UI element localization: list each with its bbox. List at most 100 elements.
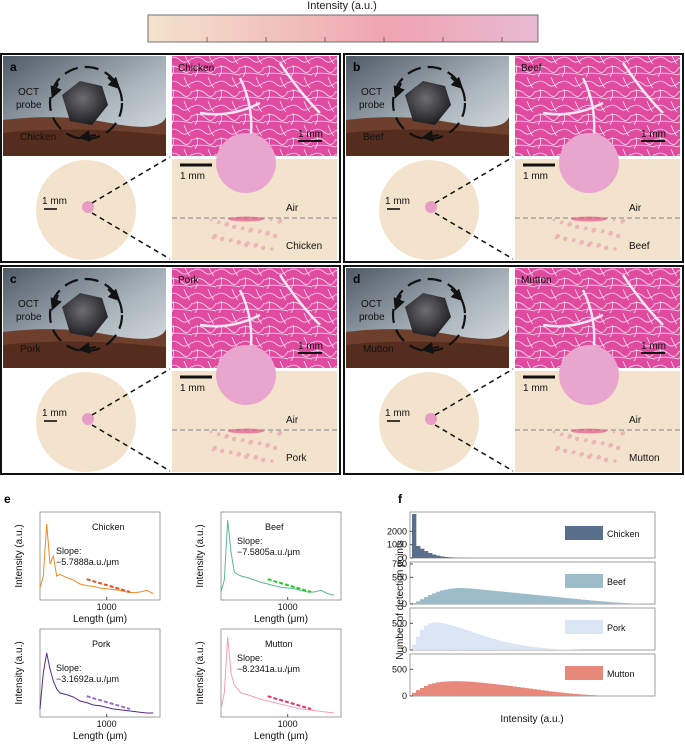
histogram-bar bbox=[545, 691, 549, 696]
scatter-dot bbox=[620, 432, 623, 435]
histogram-bar bbox=[589, 695, 593, 696]
scatter-dot bbox=[248, 441, 251, 444]
histogram-bar bbox=[472, 682, 476, 696]
histogram-bar bbox=[428, 623, 432, 650]
histogram-bar bbox=[488, 684, 492, 696]
zoom-scale-label: 1 mm bbox=[180, 383, 205, 394]
scatter-dot bbox=[270, 247, 273, 250]
slope-value: −7.5805a.u./μm bbox=[237, 547, 300, 557]
scatter-dot bbox=[241, 228, 244, 231]
histogram-bar bbox=[432, 555, 436, 558]
histogram-bar bbox=[528, 689, 532, 696]
histogram-bar bbox=[484, 637, 488, 650]
histogram-bar bbox=[541, 648, 545, 650]
y-tick-label: 1000 bbox=[387, 540, 407, 550]
histogram-bar bbox=[577, 599, 581, 604]
histogram-bar bbox=[416, 637, 420, 650]
scatter-dot bbox=[277, 432, 280, 435]
surface-reflection bbox=[571, 217, 607, 222]
histogram-bar bbox=[617, 603, 621, 604]
x-tick-label: 1000 bbox=[278, 719, 298, 729]
y-tick-label: 2000 bbox=[387, 526, 407, 536]
sample-label-photo: Mutton bbox=[363, 344, 394, 355]
scatter-dot bbox=[575, 225, 579, 229]
histogram-bar bbox=[553, 597, 557, 604]
x-axis-label: Length (μm) bbox=[254, 614, 308, 625]
histogram-bar bbox=[440, 556, 444, 558]
scatter-dot bbox=[575, 437, 579, 441]
slope-label: Slope: bbox=[56, 663, 82, 673]
panel-letter: c bbox=[10, 272, 17, 286]
scatter-dot bbox=[248, 229, 251, 232]
histogram-bar bbox=[468, 589, 472, 604]
histogram-bar bbox=[468, 682, 472, 696]
histogram-bar bbox=[424, 551, 428, 558]
histogram-bar bbox=[452, 588, 456, 604]
x-axis-label: Length (μm) bbox=[73, 731, 127, 742]
panel-e-letter: e bbox=[4, 492, 11, 506]
probe-label-oct: OCT bbox=[18, 299, 39, 310]
y-tick-label: 500 bbox=[392, 618, 407, 628]
histogram-bar bbox=[476, 682, 480, 696]
slope-label: Slope: bbox=[237, 536, 263, 546]
series-name-label: Mutton bbox=[265, 639, 293, 649]
histogram-bar bbox=[524, 594, 528, 604]
slope-fit-line bbox=[87, 579, 130, 592]
histogram-bar bbox=[436, 592, 440, 604]
histogram-bar bbox=[424, 597, 428, 604]
scatter-dot bbox=[579, 241, 582, 244]
histogram-bar bbox=[500, 592, 504, 604]
scatter-dot bbox=[572, 452, 575, 455]
y-axis-label: Intensity (a.u.) bbox=[195, 641, 206, 704]
histogram-bar bbox=[585, 695, 589, 696]
histogram-bar bbox=[496, 640, 500, 650]
scatter-dot bbox=[217, 222, 220, 225]
scatter-dot bbox=[244, 455, 248, 459]
sample-label-zoom: Pork bbox=[286, 453, 308, 464]
scatter-dot bbox=[265, 232, 268, 235]
slope-value: −3.1692a.u./μm bbox=[56, 674, 119, 684]
y-tick-label: 500 bbox=[392, 572, 407, 582]
histogram-bar bbox=[593, 601, 597, 604]
histogram-bar bbox=[516, 687, 520, 696]
slope-label: Slope: bbox=[56, 546, 82, 556]
histogram-bar bbox=[436, 623, 440, 650]
histogram-bar bbox=[480, 635, 484, 650]
scatter-dot bbox=[608, 232, 611, 235]
scatter-dot bbox=[270, 431, 273, 434]
y-axis-label: Intensity (a.u.) bbox=[195, 524, 206, 587]
probe-cross-section bbox=[216, 133, 276, 193]
legend-swatch bbox=[565, 620, 603, 634]
x-axis-label: Length (μm) bbox=[254, 731, 308, 742]
histogram-bar bbox=[561, 598, 565, 604]
scatter-dot bbox=[616, 234, 620, 238]
histogram-bar bbox=[545, 596, 549, 604]
histogram-bar bbox=[549, 691, 553, 696]
histogram-bar bbox=[448, 681, 452, 696]
scatter-dot bbox=[270, 459, 273, 462]
scatter-dot bbox=[258, 231, 261, 234]
histogram-bar bbox=[416, 690, 420, 696]
histogram-bar bbox=[569, 598, 573, 604]
histogram-bar bbox=[537, 648, 541, 650]
sample-label-zoom: Beef bbox=[629, 241, 650, 252]
histogram-bar bbox=[440, 682, 444, 696]
x-tick-label: 1000 bbox=[97, 719, 117, 729]
sample-label-photo: Chicken bbox=[20, 132, 56, 143]
histogram-bar bbox=[549, 649, 553, 650]
scatter-dot bbox=[265, 444, 268, 447]
sample-label-histology: Pork bbox=[178, 275, 200, 286]
histogram-bar bbox=[428, 684, 432, 696]
probe-label-probe: probe bbox=[359, 100, 385, 111]
histogram-bar bbox=[440, 623, 444, 650]
histogram-bar bbox=[601, 601, 605, 604]
histogram-bar bbox=[565, 598, 569, 604]
scatter-dot bbox=[563, 449, 567, 453]
series-name-label: Pork bbox=[92, 639, 111, 649]
slope-label: Slope: bbox=[237, 653, 263, 663]
